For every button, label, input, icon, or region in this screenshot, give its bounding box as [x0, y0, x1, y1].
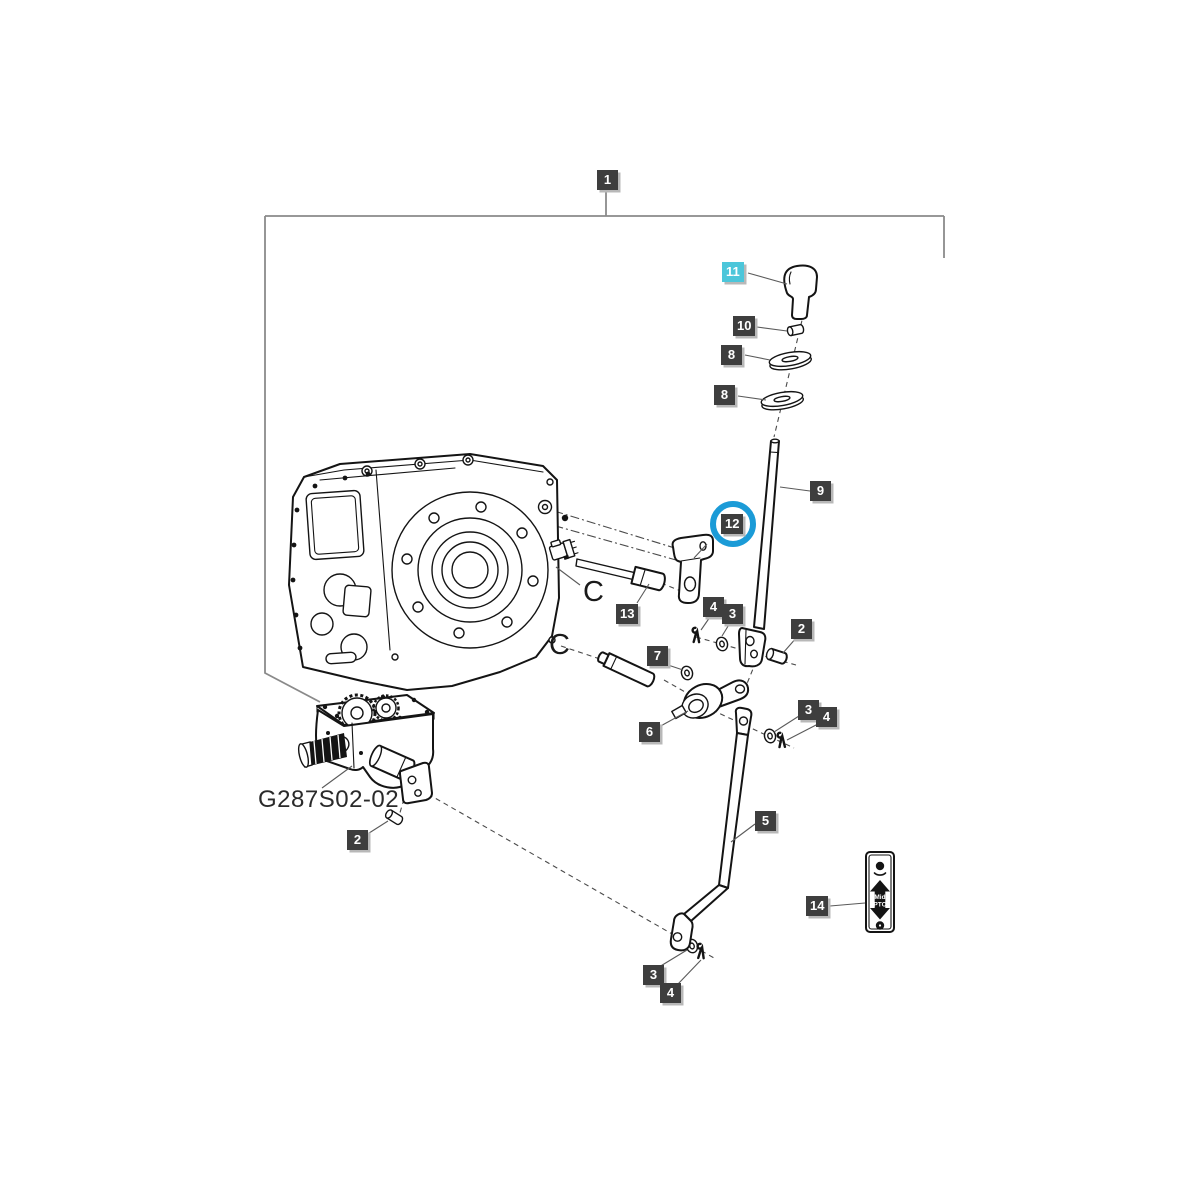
drawing-code: G287S02-02 — [258, 786, 400, 813]
part-label-7[interactable]: 7 — [647, 646, 668, 666]
transmission-housing-drawing — [288, 453, 569, 691]
part-label-2b[interactable]: 2 — [347, 830, 368, 850]
part-label-1[interactable]: 1 — [597, 170, 618, 190]
part-label-3b[interactable]: 3 — [798, 700, 819, 720]
clevis-pin-drawing — [765, 647, 788, 665]
part-label-9[interactable]: 9 — [810, 481, 831, 501]
part-label-3a[interactable]: 3 — [722, 604, 743, 624]
part-label-14[interactable]: 14 — [806, 896, 829, 916]
part-label-3c[interactable]: 3 — [643, 965, 664, 985]
assembly-bracket — [264, 190, 945, 703]
mid-pto-gearbox-drawing — [297, 693, 435, 805]
part-label-13[interactable]: 13 — [616, 604, 639, 624]
part-label-5[interactable]: 5 — [755, 811, 776, 831]
part-label-8b[interactable]: 8 — [714, 385, 735, 405]
lower-pin-drawing — [384, 809, 404, 826]
part-label-4b[interactable]: 4 — [816, 707, 837, 727]
lever-knob-drawing — [783, 264, 818, 320]
part-label-12[interactable]: 12 — [721, 514, 744, 534]
lever-rod-drawing — [738, 438, 780, 668]
part-label-10[interactable]: 10 — [733, 316, 756, 336]
highlighted-part-circle — [710, 501, 756, 547]
washer-8b-drawing — [760, 390, 805, 411]
part-label-4c[interactable]: 4 — [660, 983, 681, 1003]
leader-lines — [321, 272, 866, 985]
part-label-6[interactable]: 6 — [639, 722, 660, 742]
bushing-drawing — [786, 323, 805, 337]
pin-7-drawing — [597, 651, 656, 688]
decal-line2: PTO — [873, 902, 886, 909]
part-label-8a[interactable]: 8 — [721, 345, 742, 365]
part-label-4a[interactable]: 4 — [703, 597, 724, 617]
connection-marker-c2: C — [549, 629, 570, 661]
connection-marker-c1: C — [583, 576, 604, 608]
part-label-11[interactable]: 11 — [722, 262, 744, 282]
bracket-drawing — [671, 533, 714, 604]
washer-8a-drawing — [768, 350, 813, 371]
bent-rod-drawing — [669, 706, 753, 952]
decal-line1: Mid — [874, 894, 885, 901]
decal-plate-drawing: Mid PTO — [865, 851, 895, 933]
lever-arm-drawing — [671, 679, 750, 720]
sensor-drawing — [548, 538, 666, 592]
part-label-2a[interactable]: 2 — [791, 619, 812, 639]
